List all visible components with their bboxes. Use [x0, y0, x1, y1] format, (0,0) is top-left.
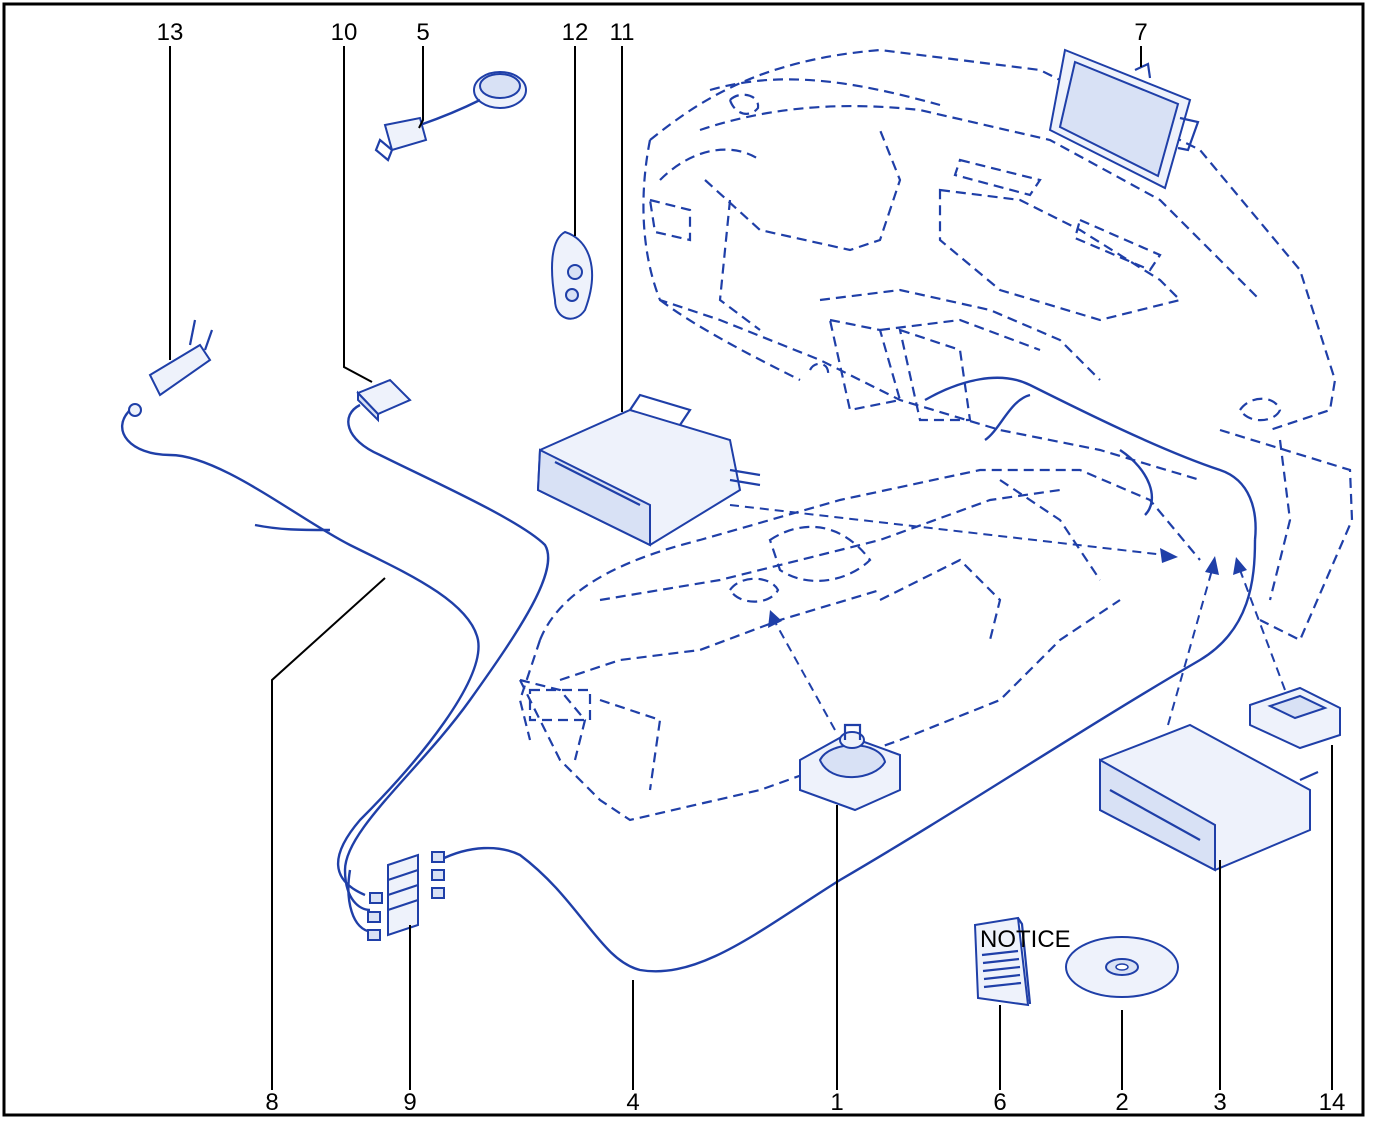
dashboard-outline: [642, 48, 1354, 642]
callout-2: 2: [1115, 1089, 1128, 1116]
callout-4: 4: [626, 1089, 639, 1116]
console-outline: [518, 468, 1201, 822]
callout-10: 10: [331, 19, 358, 46]
callout-5: 5: [416, 19, 429, 46]
navigation-computer: [536, 393, 761, 547]
callout-9: 9: [403, 1089, 416, 1116]
microphone: [374, 71, 527, 162]
install-arrows: [729, 504, 1286, 731]
cables: [120, 376, 1257, 973]
joystick-controller: [799, 723, 901, 812]
connector-block: [367, 851, 445, 941]
callout-numbers: 13 10 5 12 11 7 8 9 4 1 6 2 3 14: [157, 19, 1346, 1116]
leader-lines: [169, 46, 1333, 1090]
gps-antenna: [356, 378, 412, 423]
callout-14: 14: [1319, 1089, 1346, 1116]
callout-13: 13: [157, 19, 184, 46]
callout-8: 8: [265, 1089, 278, 1116]
callout-12: 12: [562, 19, 589, 46]
control-module: [1249, 686, 1341, 750]
display-screen: [1048, 48, 1200, 190]
callout-7: 7: [1134, 19, 1147, 46]
remote-switch: [551, 230, 593, 320]
cd-disc: [1065, 936, 1179, 998]
callout-1: 1: [830, 1089, 843, 1116]
callout-6: 6: [993, 1089, 1006, 1116]
callout-3: 3: [1213, 1089, 1226, 1116]
callout-11: 11: [610, 19, 635, 46]
border: [2, 2, 1365, 1117]
notice-title: NOTICE: [980, 926, 1071, 953]
antenna-module: [128, 319, 214, 417]
notice-booklet: NOTICE: [973, 916, 1071, 1007]
dvd-player: [1099, 723, 1319, 872]
